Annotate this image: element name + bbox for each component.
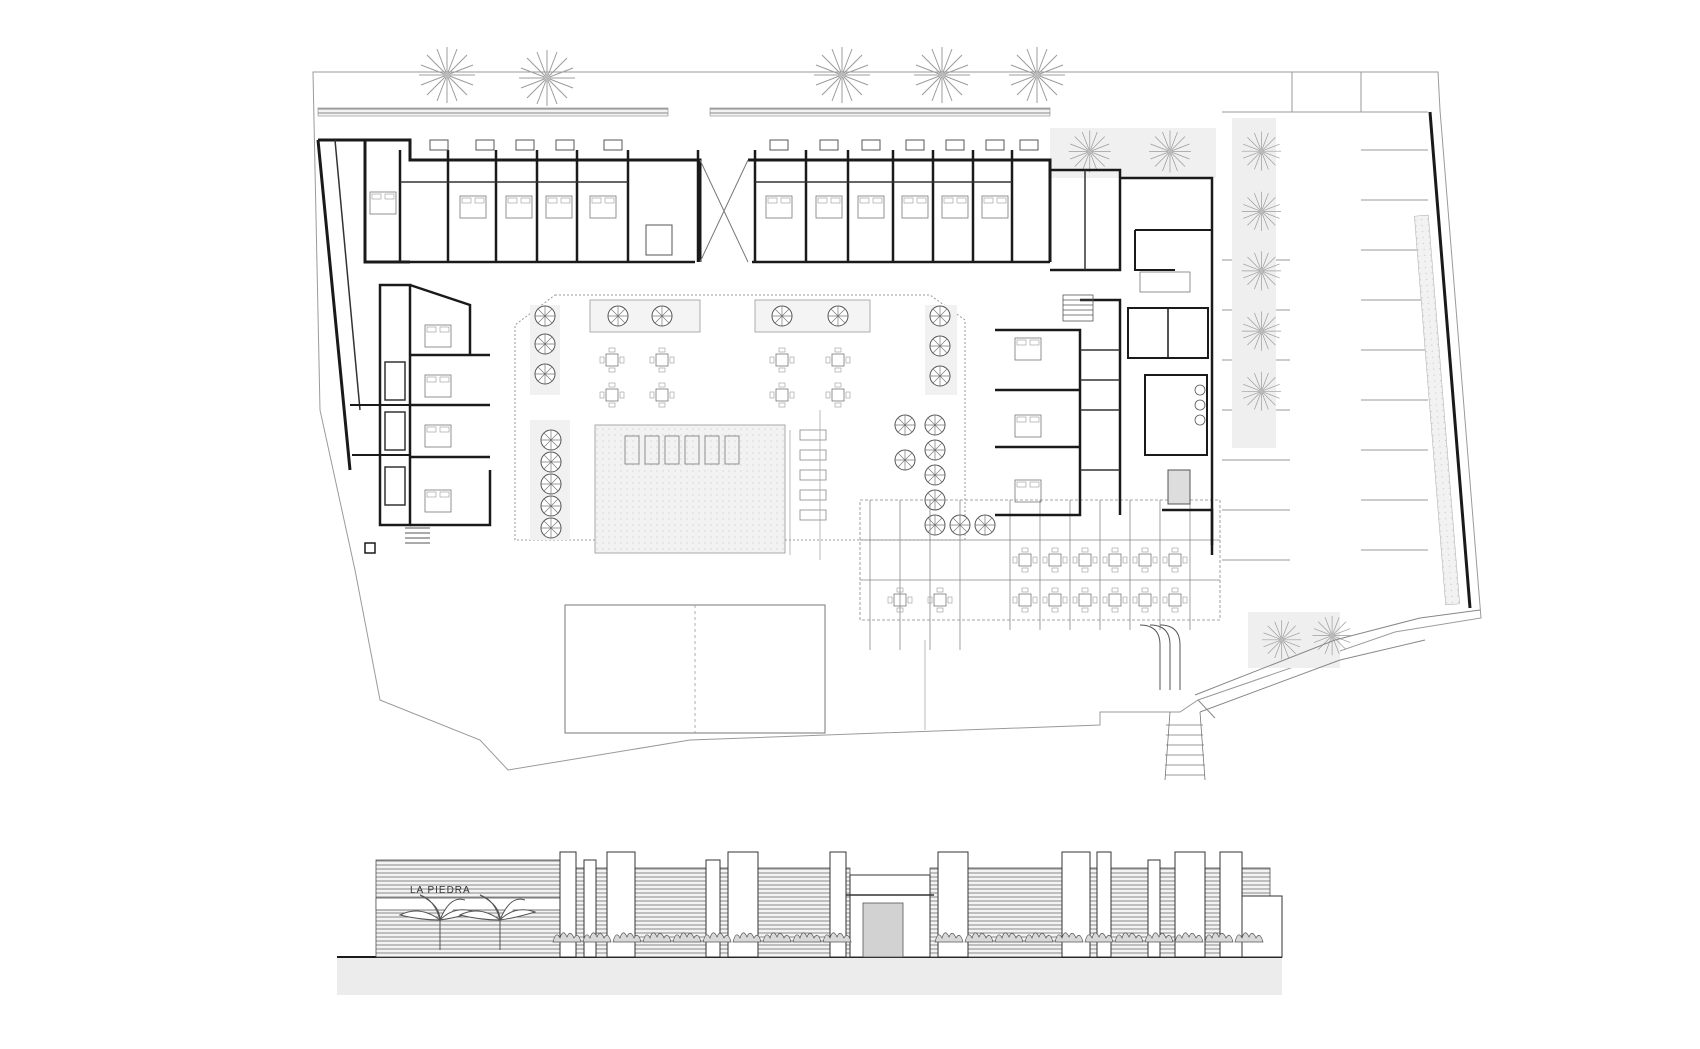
southeast-palm <box>1312 615 1353 656</box>
south-elevation: LA PIEDRA <box>337 851 1283 995</box>
east-hedge <box>1414 214 1460 606</box>
curved-ramp <box>1139 624 1181 690</box>
service-block <box>1050 168 1214 555</box>
site-boundary <box>312 71 1482 771</box>
west-room-wing <box>350 283 492 554</box>
south-stair <box>1164 711 1206 781</box>
elevation-palms <box>398 894 537 950</box>
east-pool-loungers <box>799 429 827 521</box>
site-plan <box>312 46 1482 781</box>
courtyard-palm <box>1148 130 1192 173</box>
nw-outer-skin <box>334 139 361 411</box>
north-planter-strip <box>317 107 669 117</box>
west-terrace-umbrellas <box>540 429 562 539</box>
pool-edge-lines <box>789 410 821 560</box>
facade-screen-main <box>559 867 851 958</box>
east-boundary-wall <box>1428 111 1472 609</box>
signage-text: LA PIEDRA <box>410 885 471 896</box>
courtyard-palm <box>1068 130 1112 173</box>
west-outer-wall <box>316 138 410 471</box>
southeast-palm <box>1261 619 1302 660</box>
east-planting-strip <box>1232 118 1276 448</box>
signage-band <box>375 897 561 911</box>
east-terrace-umbrellas <box>894 414 996 536</box>
cabana-west <box>589 299 701 333</box>
north-palms <box>418 46 1066 107</box>
elevation-ground <box>337 957 1282 995</box>
southeast-walkway <box>1194 609 1481 719</box>
north-planter-strip-east <box>709 107 1051 117</box>
cafe-tables <box>599 347 851 408</box>
north-room-wing <box>318 138 1052 264</box>
east-room-wing <box>995 294 1122 517</box>
facade-piers <box>559 851 1283 958</box>
entrance-glazing <box>862 902 904 958</box>
pergola-terrace <box>859 499 1221 650</box>
pool-loungers <box>624 435 740 465</box>
swimming-pool <box>594 424 786 554</box>
